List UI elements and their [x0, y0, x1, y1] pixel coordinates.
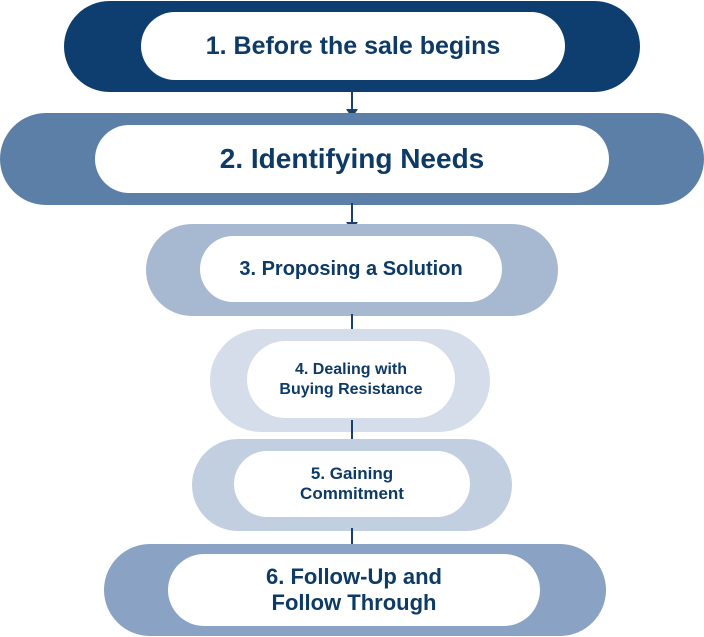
- step-1-band: 1. Before the sale begins: [64, 1, 640, 92]
- step-4-label: 4. Dealing with Buying Resistance: [279, 360, 422, 398]
- step-4-line-1: 4. Dealing with: [294, 361, 407, 379]
- step-2-band: 2. Identifying Needs: [0, 113, 704, 205]
- step-3-box: 3. Proposing a Solution: [200, 236, 502, 302]
- step-1-line-1: 1. Before the sale begins: [205, 32, 501, 60]
- step-2-label: 2. Identifying Needs: [220, 142, 485, 176]
- step-6-line-1: 6. Follow-Up and: [266, 563, 442, 589]
- step-5-band: 5. Gaining Commitment: [192, 439, 512, 531]
- step-3-label: 3. Proposing a Solution: [239, 257, 462, 281]
- step-1-label: 1. Before the sale begins: [206, 31, 501, 61]
- step-4-box: 4. Dealing with Buying Resistance: [247, 341, 455, 418]
- step-5-line-2: Commitment: [300, 484, 404, 503]
- step-4-line-2: Buying Resistance: [279, 380, 423, 398]
- step-2-box: 2. Identifying Needs: [95, 125, 609, 193]
- step-5-label: 5. Gaining Commitment: [300, 464, 404, 505]
- step-5-line-1: 5. Gaining: [310, 463, 394, 483]
- step-1-box: 1. Before the sale begins: [141, 12, 565, 80]
- step-2-line-1: 2. Identifying Needs: [219, 143, 485, 175]
- step-6-label: 6. Follow-Up and Follow Through: [266, 564, 442, 617]
- step-5-box: 5. Gaining Commitment: [234, 451, 470, 517]
- step-3-band: 3. Proposing a Solution: [146, 224, 558, 316]
- step-3-line-1: 3. Proposing a Solution: [239, 258, 463, 280]
- step-4-band: 4. Dealing with Buying Resistance: [210, 329, 490, 432]
- step-6-band: 6. Follow-Up and Follow Through: [104, 544, 606, 636]
- step-6-box: 6. Follow-Up and Follow Through: [168, 554, 540, 626]
- step-6-line-2: Follow Through: [271, 590, 437, 615]
